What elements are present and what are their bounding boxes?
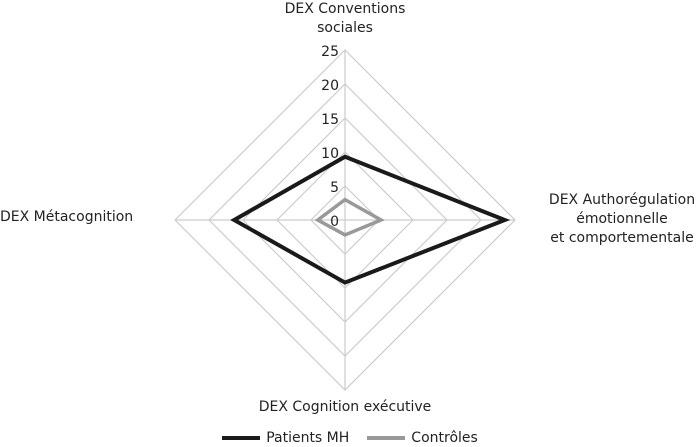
radar-series	[230, 154, 511, 285]
legend-swatch-patients	[222, 436, 261, 440]
tick-label-5: 5	[330, 180, 339, 196]
radar-grid	[174, 49, 516, 391]
axis-label-conventions-sociales: DEX Conventions sociales	[284, 1, 406, 36]
tick-label-25: 25	[321, 44, 339, 60]
legend-label-controles: Contrôles	[411, 430, 478, 446]
tick-label-0: 0	[330, 214, 339, 230]
radar-tick-labels: 0 5 10 15 20 25	[321, 44, 339, 230]
tick-label-20: 20	[321, 78, 339, 94]
legend-label-patients: Patients MH	[266, 430, 350, 446]
series-line-0	[230, 154, 511, 285]
axis-label-autoregulation: DEX Authorégulation émotionnelle et comp…	[548, 192, 696, 246]
axis-label-metacognition: DEX Métacognition	[0, 209, 134, 225]
legend-item-patients: Patients MH	[222, 430, 349, 446]
tick-label-15: 15	[321, 112, 339, 128]
legend-item-controles: Contrôles	[367, 430, 478, 446]
legend-swatch-controles	[367, 436, 406, 440]
series-line-1	[314, 197, 386, 237]
chart-legend: Patients MH Contrôles	[0, 429, 700, 447]
axis-label-cognition-executive: DEX Cognition exécutive	[258, 399, 432, 415]
tick-label-10: 10	[321, 146, 339, 162]
